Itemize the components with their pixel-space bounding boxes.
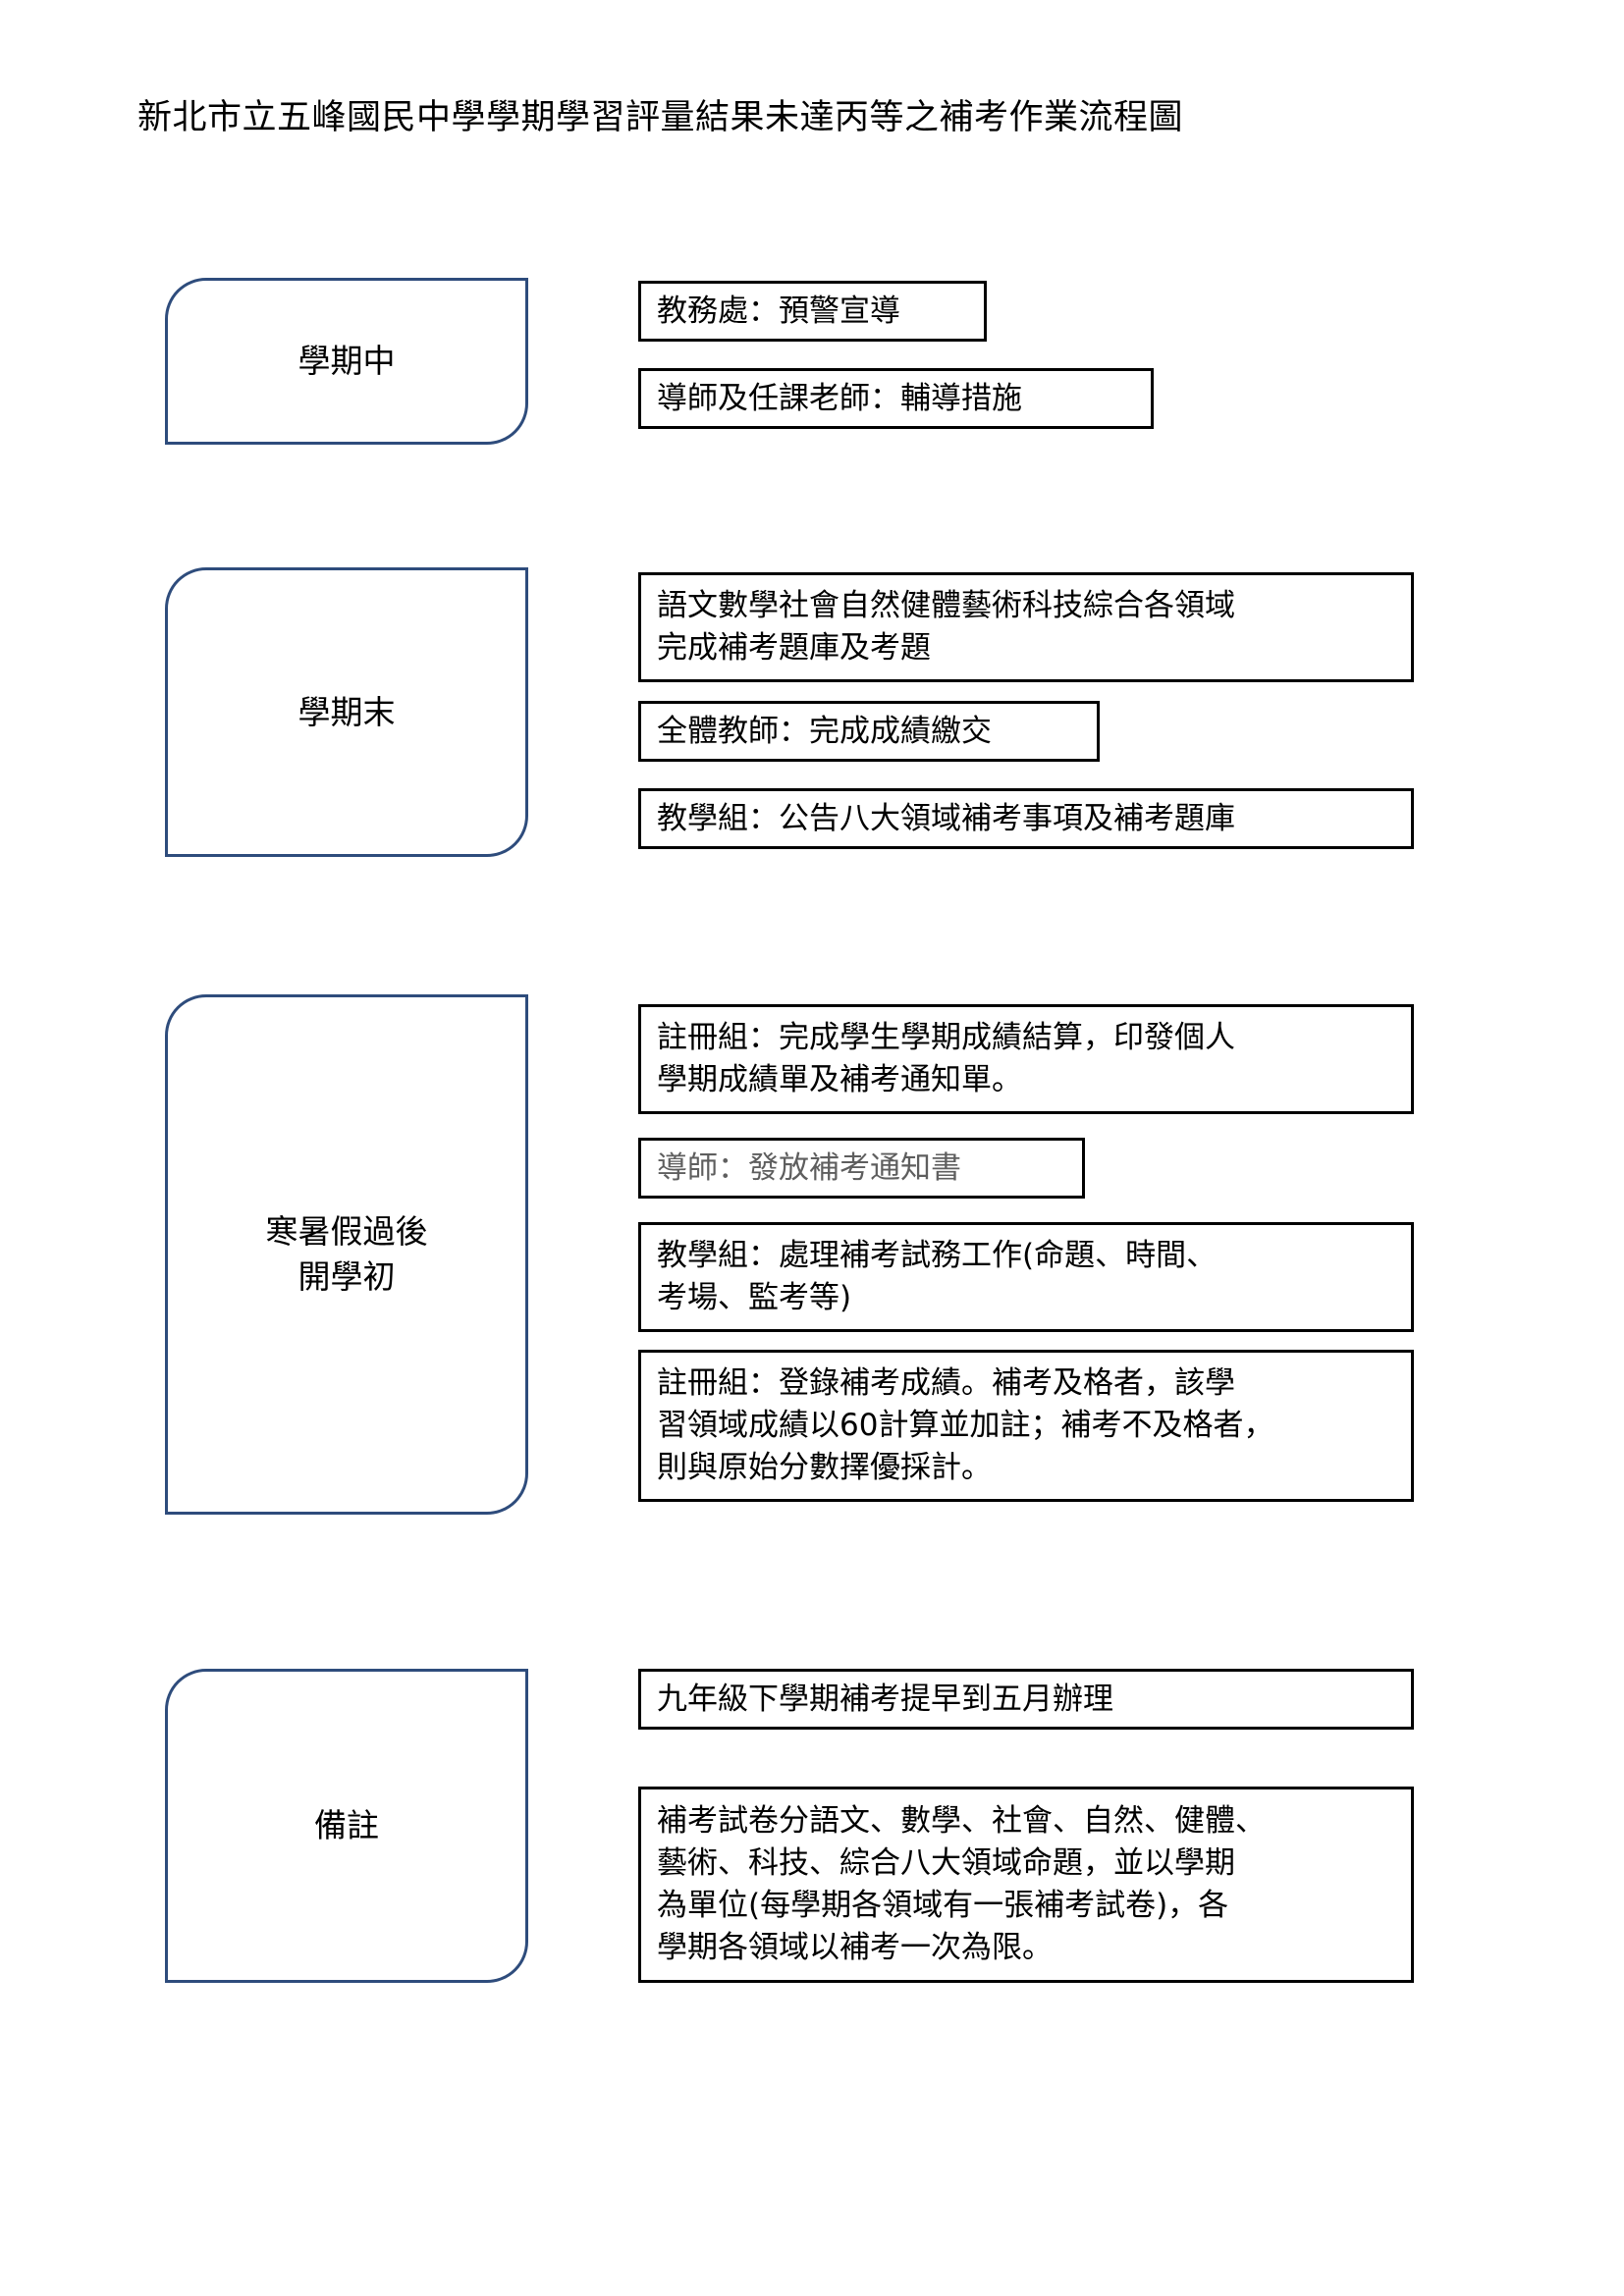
stage-label-0: 學期中 <box>298 342 396 380</box>
detail-text-3-0: 九年級下學期補考提早到五月辦理 <box>657 1681 1113 1717</box>
stage-box-3: 備註 <box>165 1669 528 1983</box>
stage-label-3: 備註 <box>314 1806 379 1844</box>
stage-label-2: 寒暑假過後 開學初 <box>265 1212 428 1296</box>
page-title: 新北市立五峰國民中學學期學習評量結果未達丙等之補考作業流程圖 <box>137 98 1184 137</box>
detail-box-1-0: 語文數學社會自然健體藝術科技綜合各領域 完成補考題庫及考題 <box>638 572 1414 682</box>
detail-box-2-0: 註冊組：完成學生學期成績結算，印發個人 學期成績單及補考通知單。 <box>638 1004 1414 1114</box>
detail-text-1-0: 語文數學社會自然健體藝術科技綜合各領域 完成補考題庫及考題 <box>657 588 1235 666</box>
stage-box-1: 學期末 <box>165 567 528 857</box>
detail-box-0-0: 教務處：預警宣導 <box>638 281 987 342</box>
stage-box-2: 寒暑假過後 開學初 <box>165 994 528 1515</box>
detail-box-1-2: 教學組：公告八大領域補考事項及補考題庫 <box>638 788 1414 849</box>
detail-box-2-3: 註冊組：登錄補考成績。補考及格者，該學 習領域成績以60計算並加註；補考不及格者… <box>638 1350 1414 1502</box>
detail-text-1-1: 全體教師：完成成績繳交 <box>657 713 992 749</box>
detail-box-2-1: 導師：發放補考通知書 <box>638 1138 1085 1199</box>
detail-text-3-1: 補考試卷分語文、數學、社會、自然、健體、 藝術、科技、綜合八大領域命題，並以學期… <box>657 1803 1266 1965</box>
detail-box-0-1: 導師及任課老師：輔導措施 <box>638 368 1154 429</box>
stage-box-0: 學期中 <box>165 278 528 445</box>
detail-box-3-1: 補考試卷分語文、數學、社會、自然、健體、 藝術、科技、綜合八大領域命題，並以學期… <box>638 1787 1414 1983</box>
detail-text-2-0: 註冊組：完成學生學期成績結算，印發個人 學期成績單及補考通知單。 <box>657 1020 1235 1097</box>
detail-text-0-0: 教務處：預警宣導 <box>657 293 900 329</box>
detail-box-3-0: 九年級下學期補考提早到五月辦理 <box>638 1669 1414 1730</box>
detail-text-0-1: 導師及任課老師：輔導措施 <box>657 380 1022 416</box>
stage-label-1: 學期末 <box>298 692 396 731</box>
detail-text-1-2: 教學組：公告八大領域補考事項及補考題庫 <box>657 800 1235 836</box>
detail-text-2-3: 註冊組：登錄補考成績。補考及格者，該學 習領域成績以60計算並加註；補考不及格者… <box>657 1365 1274 1485</box>
detail-box-2-2: 教學組：處理補考試務工作(命題、時間、 考場、監考等) <box>638 1222 1414 1332</box>
detail-box-1-1: 全體教師：完成成績繳交 <box>638 701 1100 762</box>
detail-text-2-1: 導師：發放補考通知書 <box>657 1149 961 1186</box>
detail-text-2-2: 教學組：處理補考試務工作(命題、時間、 考場、監考等) <box>657 1238 1218 1315</box>
